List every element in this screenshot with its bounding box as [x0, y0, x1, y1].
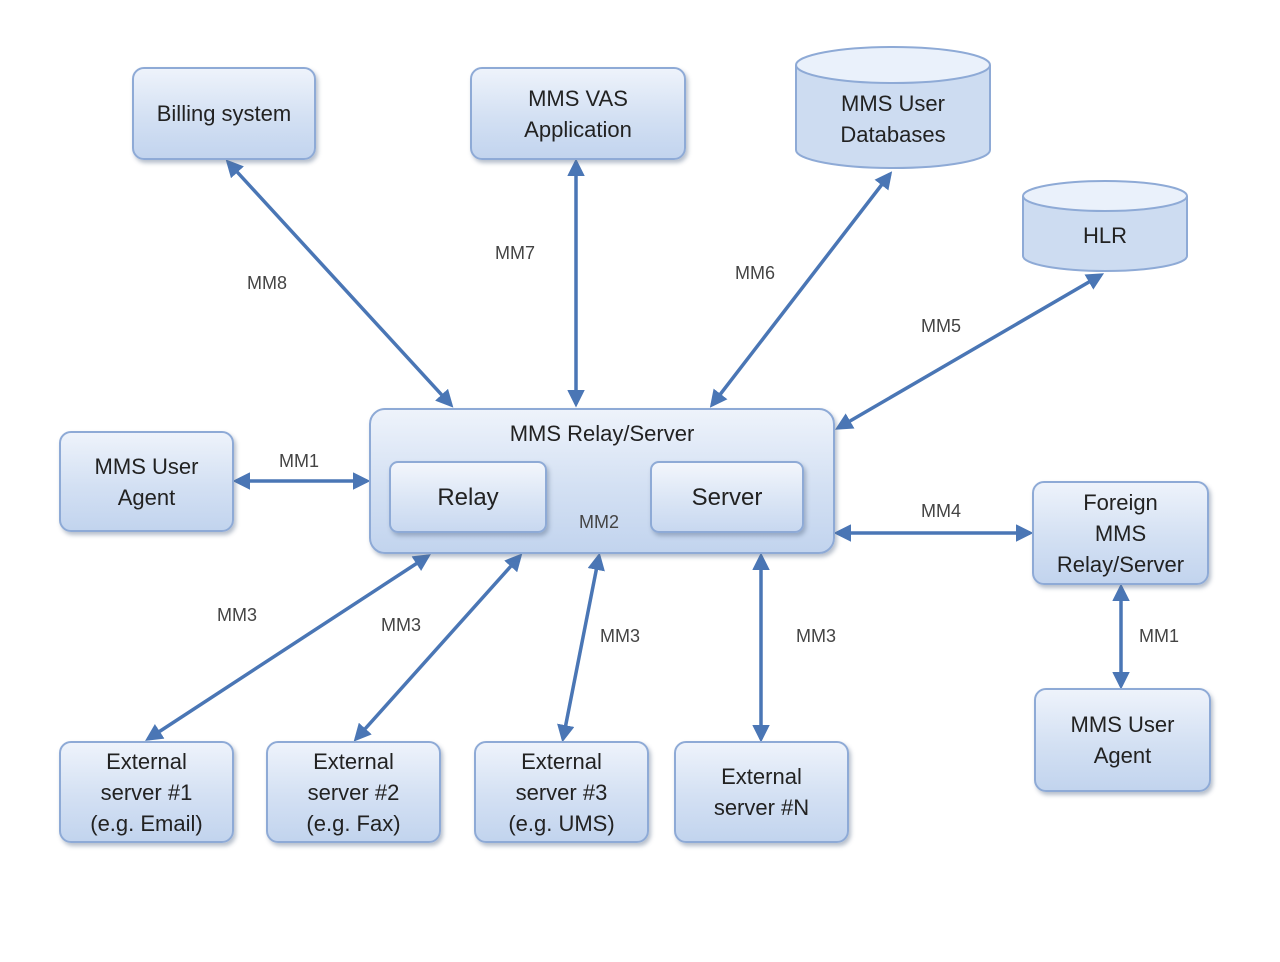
label-mm4: MM4 [921, 501, 961, 521]
external-server-1-node: External server #1 (e.g. Email) [59, 741, 234, 843]
label-mm1-left: MM1 [279, 451, 319, 471]
server-node: Server [650, 461, 804, 533]
database-cylinder-hlr [1022, 180, 1188, 272]
mms-vas-application-node: MMS VAS Application [470, 67, 686, 160]
external-server-n-node: External server #N [674, 741, 849, 843]
relay-node: Relay [389, 461, 547, 533]
label-mm1-right: MM1 [1139, 626, 1179, 646]
mms-user-agent-right-node: MMS User Agent [1034, 688, 1211, 792]
hlr-label: HLR [1082, 223, 1127, 248]
label-mm8: MM8 [247, 273, 287, 293]
arrow-mm3-ext2 [353, 553, 523, 742]
arrow-mm3-ext1 [145, 554, 431, 741]
external-server-2-node: External server #2 (e.g. Fax) [266, 741, 441, 843]
label-mm6: MM6 [735, 263, 775, 283]
label-mm2: MM2 [579, 512, 619, 532]
external-server-3-node: External server #3 (e.g. UMS) [474, 741, 649, 843]
arrow-mm5 [834, 273, 1105, 430]
foreign-mms-relay-server-node: Foreign MMS Relay/Server [1032, 481, 1209, 585]
mms-user-agent-left-node: MMS User Agent [59, 431, 234, 532]
mms-relay-server-title: MMS Relay/Server [509, 421, 695, 446]
label-mm3-extN: MM3 [796, 626, 836, 646]
label-mm7: MM7 [495, 243, 535, 263]
mms-user-databases-label: MMS User Databases [840, 91, 946, 147]
arrow-mm8 [225, 159, 454, 408]
label-mm5: MM5 [921, 316, 961, 336]
arrow-mm3-ext3 [557, 552, 605, 743]
label-mm3-ext3: MM3 [600, 626, 640, 646]
database-cylinder-user-databases [795, 46, 991, 169]
arrow-mm6 [709, 171, 893, 408]
billing-system-node: Billing system [132, 67, 316, 160]
label-mm3-ext2: MM3 [381, 615, 421, 635]
label-mm3-ext1: MM3 [217, 605, 257, 625]
